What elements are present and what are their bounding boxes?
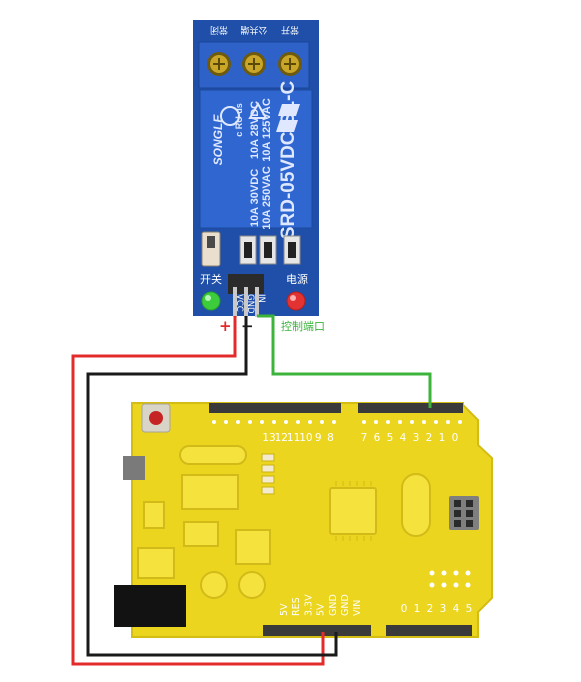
signal-wire [257,314,432,408]
power-pin-label-0: 5V [279,603,290,616]
usb-chip [181,474,239,510]
power-header [263,625,371,636]
relay-pins [233,287,259,317]
led-l [261,453,275,462]
ic-right [235,529,271,565]
analog-pin-label-4: 4 [453,603,460,615]
smd-component [143,501,165,529]
control-port-label: 控制端口 [281,319,325,333]
power-pin-label-6: VIN [352,600,363,616]
usb-connector [123,456,145,480]
power-pin-label-4: GND [328,594,339,616]
digital-pin-label-9: 9 [315,432,322,444]
analog-header [386,625,472,636]
jumper-label: 开关 [200,272,222,286]
switch-led [201,291,221,311]
digital-pin-label-4: 4 [400,432,407,444]
digital-pin-label-10: 10 [299,432,312,444]
digital-pin-label-7: 7 [361,432,368,444]
plus-sign: + [219,317,232,335]
terminal-label-0: 常闭 [210,24,228,36]
capacitor-1 [200,571,228,599]
analog-pin-label-3: 3 [440,603,447,615]
led-on [261,486,275,495]
digital-pin-label-8: 8 [327,432,334,444]
digital-pin-label-12: 12 [275,432,288,444]
digital-pin-label-1: 1 [439,432,446,444]
gnd-wire [86,316,338,657]
terminal-screws [207,52,302,76]
vcc-wire [71,316,325,666]
cqc-mark [220,106,240,126]
power-pin-label-2: 3.3V [303,594,314,616]
digital-header-low [358,403,463,413]
digital-pin-label-11: 11 [287,432,300,444]
digital-header-high [209,403,341,413]
icsp-header [449,496,479,530]
capacitor-2 [238,571,266,599]
led-rx [261,475,275,484]
power-pin-label-1: RES [291,597,302,616]
crystal [401,473,431,537]
jumper[interactable] [201,231,221,267]
relay-rating-ac: 10A 250VAC [261,166,273,230]
ce-triangle-mark [248,101,268,119]
power-label: 电源 [286,272,308,286]
digital-pin-label-0: 0 [452,432,459,444]
relay-rating-dc: 10A 30VDC [249,169,261,227]
digital-pin-label-2: 2 [426,432,433,444]
digital-pin-label-6: 6 [374,432,381,444]
relay-module: 常闭公共端常开 SRD-05VDC-SL-C 10A 250VAC 10A 30… [193,20,319,317]
power-pin-label-3: 5V [316,603,327,616]
jumper-cap [207,236,215,248]
mcu-chip [329,487,377,535]
reset-button-cap [149,411,163,425]
songle-logo [276,104,300,132]
led-tx [261,464,275,473]
terminal-labels: 常闭公共端 常开 [210,24,299,36]
regulator [137,547,175,579]
analog-pin-label-0: 0 [401,603,408,615]
minus-sign: − [241,317,254,335]
digital-pin-label-5: 5 [387,432,394,444]
dc-power-jack [114,585,186,627]
analog-pin-label-2: 2 [427,603,434,615]
relay-pin-label-VCC: VCC [234,294,244,312]
terminal-label-1: 公共端 [240,24,267,36]
digital-pin-label-3: 3 [413,432,420,444]
digital-pin-label-13: 13 [262,432,275,444]
analog-pin-label-1: 1 [414,603,421,615]
wires [71,314,432,666]
ic-left [183,521,219,547]
crystal-small [179,445,247,465]
relay-brand: SONGLE [211,114,225,166]
power-pin-label-5: GND [340,594,351,616]
relay-pin-label-IN: IN [256,294,266,303]
analog-pin-label-5: 5 [466,603,473,615]
relay-pin-label-GND: GND [245,294,255,314]
relay-rating-ac2: 10A 125VAC [261,98,273,162]
terminal-label-2: 常开 [281,24,299,36]
power-led [286,291,306,311]
